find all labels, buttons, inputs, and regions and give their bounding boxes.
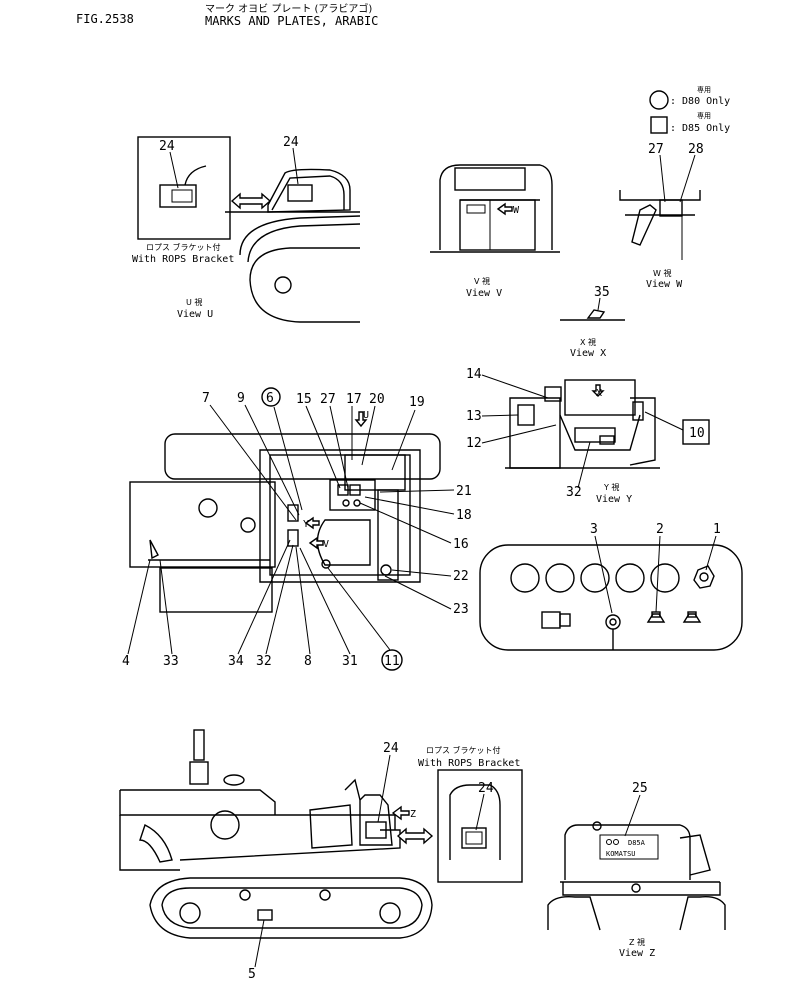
instrument-panel: 3 2 1 [479, 522, 743, 651]
part-label: 27 [320, 392, 336, 407]
part-6-marker-circle [261, 387, 281, 407]
part-label: 21 [456, 484, 472, 499]
view-arrow-label: V [323, 539, 329, 550]
part-label: 14 [466, 367, 482, 382]
part-label: 33 [163, 654, 179, 669]
plate-model-text: D85A [628, 839, 646, 847]
view-arrow-label: Y [303, 519, 309, 530]
part-label: 20 [369, 392, 385, 407]
part-label: 2 [656, 522, 664, 537]
view-z-drawing: D85A KOMATSU 25 Z 視 View Z [547, 781, 726, 959]
view-arrow-label: X [596, 388, 602, 399]
part-label: 12 [466, 436, 482, 451]
view-u-caption: View U [177, 309, 213, 320]
part-label: 18 [456, 508, 472, 523]
part-label: 24 [383, 741, 399, 756]
part-label: 4 [122, 654, 130, 669]
part-label: 11 [384, 654, 400, 669]
part-label: 16 [453, 537, 469, 552]
part-label: 15 [296, 392, 312, 407]
part-label: 1 [713, 522, 721, 537]
view-y-drawing: X 14 13 12 10 32 Y 視 View Y [466, 367, 710, 505]
part-label: 8 [304, 654, 312, 669]
view-u-drawing: 24 U 視 View U [177, 135, 361, 323]
view-z-jp: Z 視 [629, 938, 645, 947]
view-arrow-label: Z [410, 809, 416, 820]
part-label: 31 [342, 654, 358, 669]
part-label: 24 [283, 135, 299, 150]
part-label: 7 [202, 391, 210, 406]
part-label: 22 [453, 569, 469, 584]
part-label: 19 [409, 395, 425, 410]
rops-caption-en-lower: With ROPS Bracket [418, 758, 520, 769]
rops-caption-jp: ロプス ブラケット付 [146, 242, 221, 252]
legend-square-symbol [650, 116, 668, 134]
view-w-jp: W 視 [653, 269, 671, 278]
view-v-caption: View V [466, 288, 502, 299]
view-v-drawing: W V 視 View V [430, 164, 560, 299]
legend-d85-note: 専用 [697, 111, 711, 120]
view-y-caption: View Y [596, 494, 632, 505]
part-label: 3 [590, 522, 598, 537]
view-y-jp: Y 視 [603, 483, 619, 492]
part-label: 10 [689, 426, 705, 441]
legend-d80-text: : D80 Only [670, 96, 730, 107]
part-10-marker-square [682, 419, 710, 445]
part-label: 6 [266, 391, 274, 406]
part-label: 34 [228, 654, 244, 669]
view-v-jp: V 視 [474, 277, 490, 286]
legend-d80-note: 専用 [697, 85, 711, 94]
view-x-drawing: 35 X 視 View X [560, 285, 625, 359]
legend-d85-text: : D85 Only [670, 123, 730, 134]
rops-inset-lower: ロプス ブラケット付 With ROPS Bracket 24 [418, 745, 523, 883]
plate-brand-text: KOMATSU [606, 850, 636, 858]
rops-caption-en: With ROPS Bracket [132, 254, 234, 265]
part-11-marker-circle [381, 649, 403, 671]
part-label: 32 [566, 485, 582, 500]
part-label: 5 [248, 967, 256, 982]
view-u-jp: U 視 [186, 298, 202, 307]
part-label: 13 [466, 409, 482, 424]
legend: 専用 : D80 Only 専用 : D85 Only [649, 85, 730, 134]
view-arrow-label: U [363, 410, 369, 421]
view-x-jp: X 視 [580, 338, 596, 347]
rops-caption-jp-lower: ロプス ブラケット付 [426, 745, 501, 755]
part-label: 23 [453, 602, 469, 617]
dozer-side-view: Z 24 5 [119, 729, 434, 982]
part-label: 24 [159, 139, 175, 154]
part-label: 27 [648, 142, 664, 157]
part-label: 35 [594, 285, 610, 300]
part-label: 32 [256, 654, 272, 669]
figure-title: MARKS AND PLATES, ARABIC [205, 14, 379, 28]
part-label: 25 [632, 781, 648, 796]
view-w-caption: View W [646, 279, 683, 290]
rops-inset-top: 24 ロプス ブラケット付 With ROPS Bracket [132, 136, 272, 265]
part-label: 9 [237, 391, 245, 406]
part-label: 17 [346, 392, 362, 407]
view-arrow-label: W [513, 205, 520, 216]
figure-number: FIG.2538 [76, 12, 134, 26]
figure-subtitle-jp: マーク オヨビ プレート (アラビアゴ) [205, 4, 373, 15]
view-z-caption: View Z [619, 948, 655, 959]
main-operator-area: U Y V [129, 410, 441, 613]
legend-circle-symbol [649, 90, 669, 110]
part-label: 28 [688, 142, 704, 157]
view-x-caption: View X [570, 348, 606, 359]
part-label: 24 [478, 781, 494, 796]
main-view-callouts: 7 9 6 15 27 17 20 19 21 18 16 22 23 4 33… [122, 387, 472, 671]
view-w-drawing: 27 28 W 視 View W [619, 142, 704, 290]
